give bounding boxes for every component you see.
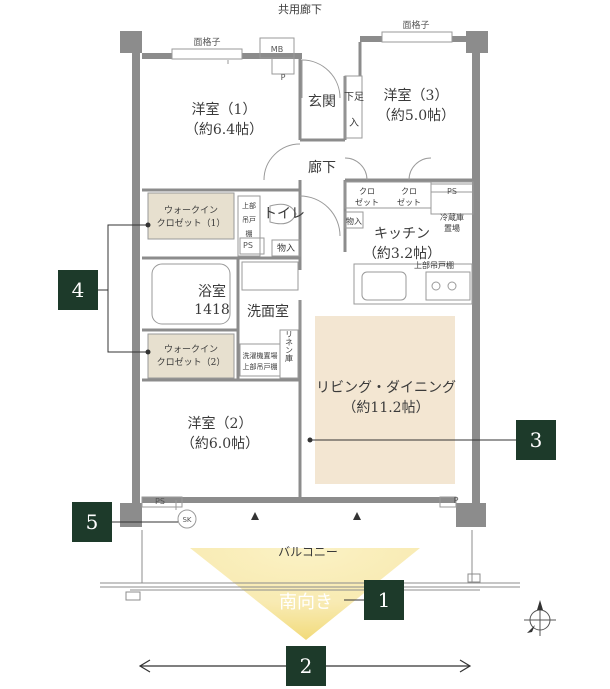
p-label-balcony: P bbox=[454, 496, 459, 505]
leader-dot-wic1 bbox=[145, 222, 151, 228]
closet-a-top: クロ bbox=[359, 187, 375, 196]
badge-2: 2 bbox=[286, 646, 326, 686]
wic2-floor bbox=[148, 334, 234, 378]
wic2-label-top: ウォークイン bbox=[164, 344, 218, 355]
badge-3-number: 3 bbox=[530, 428, 543, 452]
linen-label: リネン庫 bbox=[285, 330, 294, 363]
bath-size: 1418 bbox=[194, 302, 230, 318]
storage-label-kitchen: 物入 bbox=[346, 216, 362, 226]
living-name: リビング・ダイニング bbox=[316, 380, 456, 396]
bath-name: 浴室 bbox=[198, 283, 226, 300]
mb-label: MB bbox=[271, 45, 283, 54]
ps-label-balcony: PS bbox=[155, 497, 165, 506]
badge-1: 1 bbox=[364, 580, 404, 620]
wic1-label-top: ウォークイン bbox=[164, 205, 218, 216]
western-room-3-name: 洋室（3） bbox=[384, 87, 449, 104]
balcony-rail bbox=[100, 530, 520, 601]
entrance-label: 玄関 bbox=[308, 93, 336, 110]
badge-5-number: 5 bbox=[86, 510, 99, 534]
sun-glow-icon bbox=[190, 548, 420, 640]
badge-5: 5 bbox=[72, 502, 112, 542]
badge-2-number: 2 bbox=[300, 654, 313, 678]
toilet-cabinet-bot: 棚 bbox=[246, 229, 253, 238]
toilet-label: トイレ bbox=[263, 206, 305, 222]
fridge-label-top: 冷蔵庫 bbox=[440, 212, 464, 222]
western-room-2-name: 洋室（2） bbox=[188, 415, 253, 432]
kitchen-name: キッチン bbox=[374, 226, 430, 242]
western-room-3-size: （約5.0帖） bbox=[377, 108, 455, 124]
laundry-label-bottom: 上部吊戸棚 bbox=[243, 362, 278, 371]
laundry-label-top: 洗濯機置場 bbox=[243, 351, 278, 360]
shoe-box-label-bottom: 入 bbox=[349, 118, 359, 129]
washroom-name: 洗面室 bbox=[247, 303, 289, 320]
corridor-label: 共用廊下 bbox=[278, 2, 322, 16]
western-room-2-size: （約6.0帖） bbox=[181, 436, 259, 452]
badge-1-number: 1 bbox=[378, 588, 391, 612]
toilet-cabinet-mid: 吊戸 bbox=[242, 216, 256, 224]
living-size: （約11.2帖） bbox=[342, 400, 429, 416]
badge-3: 3 bbox=[516, 420, 556, 460]
p-label-top: P bbox=[281, 73, 286, 82]
leader-dot-wic2 bbox=[145, 349, 151, 355]
shoe-box-label-top: 下足 bbox=[344, 91, 364, 103]
fixture-lines bbox=[141, 37, 474, 529]
living-floor bbox=[315, 316, 455, 484]
badge-4-number: 4 bbox=[72, 278, 85, 302]
lattice-label-3: 面格子 bbox=[402, 19, 429, 31]
ps-label-bath: PS bbox=[243, 241, 253, 250]
lattice-label-1: 面格子 bbox=[193, 36, 220, 48]
window-marker-icons bbox=[251, 512, 361, 520]
wic2-label-bottom: クロゼット（2） bbox=[157, 356, 226, 368]
wic1-label-bottom: クロゼット（1） bbox=[157, 217, 226, 229]
western-room-1-name: 洋室（1） bbox=[192, 101, 257, 118]
ps-label-kitchen: PS bbox=[447, 187, 457, 196]
balcony-label: バルコニー bbox=[278, 545, 338, 559]
window-lattice bbox=[171, 31, 453, 60]
leader-lines bbox=[98, 224, 516, 601]
sk-label: SK bbox=[182, 516, 191, 524]
leader-dot-living bbox=[307, 437, 313, 443]
closet-a-bottom: ゼット bbox=[355, 197, 379, 207]
compass-icon bbox=[524, 600, 556, 636]
western-room-1-size: （約6.4帖） bbox=[185, 122, 263, 138]
toilet-cabinet-top: 上部 bbox=[242, 201, 256, 210]
south-facing-label: 南向き bbox=[279, 592, 333, 613]
closet-b-top: クロ bbox=[401, 187, 417, 196]
badge-4: 4 bbox=[58, 270, 98, 310]
storage-label-hall: 物入 bbox=[277, 242, 295, 254]
wic1-floor bbox=[148, 193, 234, 239]
upper-cabinet-label: 上部吊戸棚 bbox=[414, 260, 454, 270]
fridge-label-bottom: 置場 bbox=[444, 223, 460, 233]
closet-b-bottom: ゼット bbox=[397, 197, 421, 207]
hall-label: 廊下 bbox=[308, 159, 336, 176]
kitchen-size: （約3.2帖） bbox=[363, 246, 441, 262]
